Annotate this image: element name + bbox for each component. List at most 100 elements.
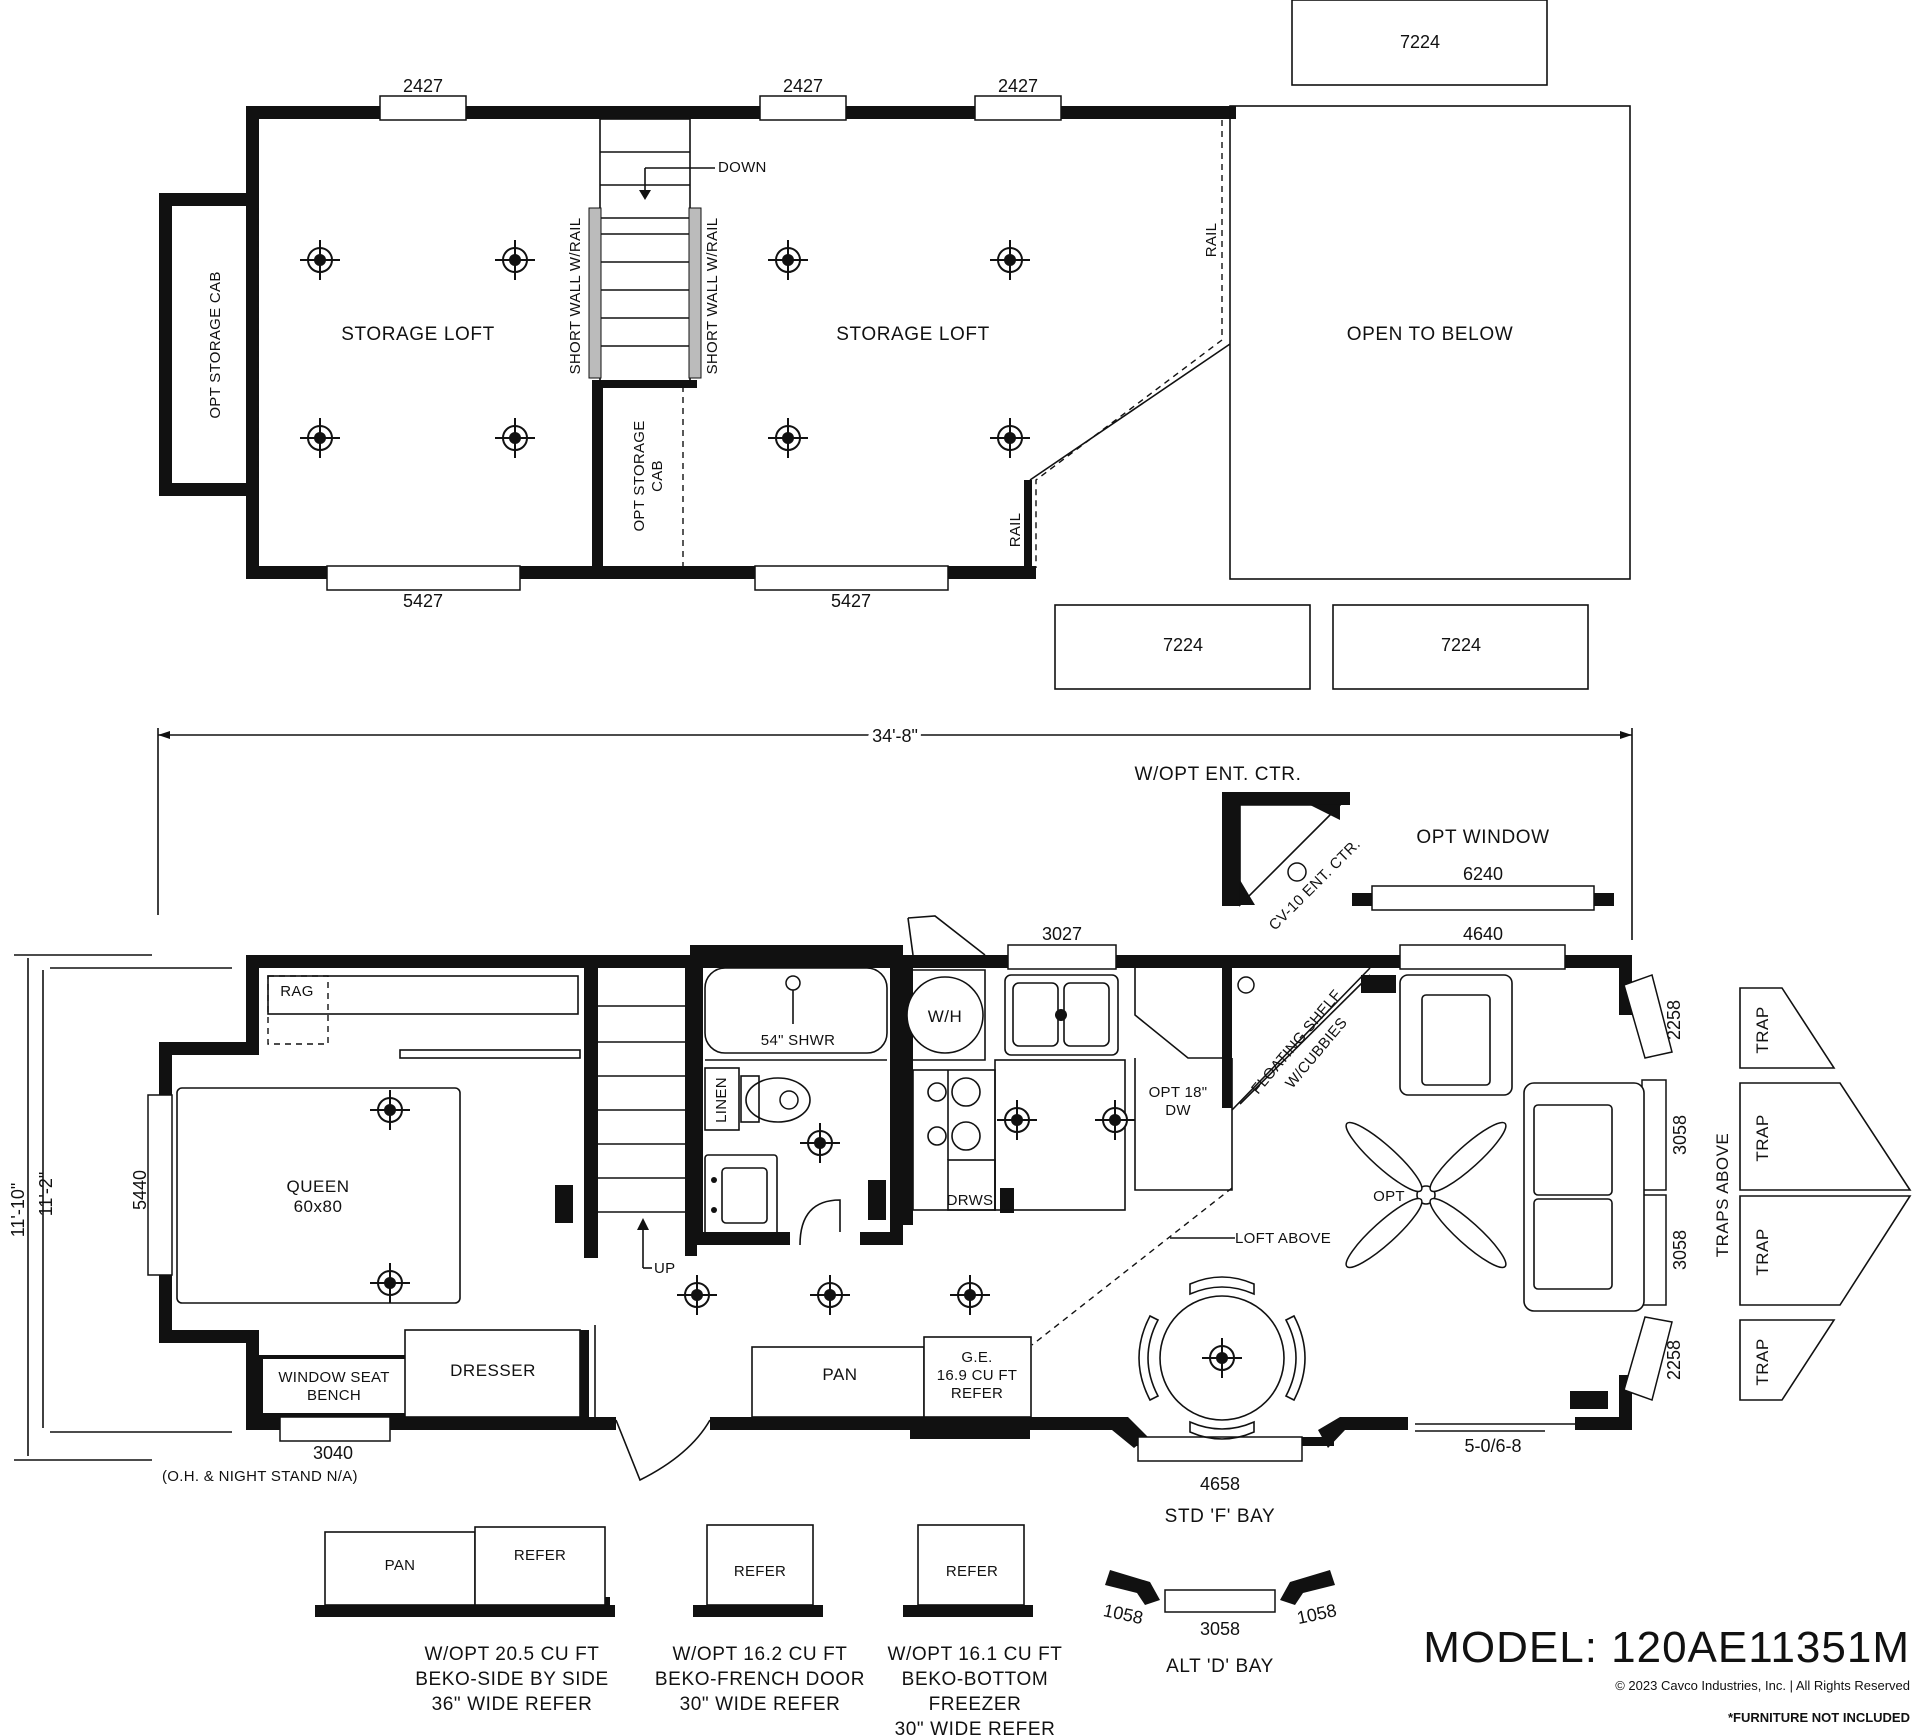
light-fixture-icon [300, 240, 340, 280]
trap-1-label: TRAP [1753, 1006, 1772, 1053]
floor-left-upper-wall [246, 955, 259, 1055]
loft-window-bottom-1 [326, 565, 521, 591]
opt-storage-cab-mid-label-1: OPT STORAGE [631, 420, 648, 531]
refer-alcove [910, 1417, 1030, 1439]
front-window-1-label: 2258 [1664, 1000, 1684, 1040]
queen-bed [176, 1087, 461, 1304]
loft-bump-left [159, 193, 172, 496]
light-fixture-icon [997, 1100, 1037, 1140]
loft-window-top-1-label: 2427 [403, 76, 443, 96]
opt-fan-label: OPT [1373, 1188, 1405, 1205]
trap-3-label: TRAP [1753, 1228, 1772, 1275]
queen-bed-label-1: QUEEN [287, 1177, 350, 1196]
bath-left-wall [690, 945, 703, 1245]
box-7224-bottom-2 [1332, 604, 1589, 690]
option-bottom-freezer-caption-4: 30" WIDE REFER [895, 1719, 1056, 1735]
alt-bay-right-label: 1058 [1295, 1600, 1338, 1628]
rail-top-label: RAIL [1203, 223, 1220, 258]
window-seat-label-1: WINDOW SEAT [278, 1369, 389, 1386]
stair-left-wall [584, 968, 598, 1258]
light-fixture-icon [370, 1263, 410, 1303]
option-side-by-side-caption-3: 36" WIDE REFER [432, 1694, 593, 1715]
option-bottom-freezer-caption-1: W/OPT 16.1 CU FT [888, 1644, 1063, 1665]
floor-light-fixtures [370, 1090, 1242, 1378]
floor-left-lower-wall [246, 1330, 259, 1430]
loft-window-top-2-label: 2427 [783, 76, 823, 96]
alt-bay-center-label: 3058 [1200, 1619, 1240, 1639]
option-side-by-side-caption-1: W/OPT 20.5 CU FT [425, 1644, 600, 1665]
option-french-door-caption-1: W/OPT 16.2 CU FT [673, 1644, 848, 1665]
down-label: DOWN [718, 159, 767, 176]
front-window-3-label: 3058 [1670, 1230, 1690, 1270]
trap-2 [1739, 1082, 1912, 1191]
copyright: © 2023 Cavco Industries, Inc. | All Righ… [1615, 1678, 1910, 1693]
opt-window-label: 6240 [1463, 864, 1503, 884]
short-wall-right-label: SHORT WALL W/RAIL [704, 218, 721, 375]
light-fixture-icon [810, 1275, 850, 1315]
bay-right [1318, 1417, 1408, 1448]
loft-window-top-3 [974, 95, 1062, 121]
box-7224-bottom-1 [1054, 604, 1311, 690]
light-fixture-icon [495, 240, 535, 280]
model-title: MODEL: 120AE11351M [1423, 1623, 1910, 1672]
bay-window [1137, 1436, 1303, 1462]
loft-left-wall [246, 106, 259, 579]
refer-label-2: 16.9 CU FT [937, 1367, 1018, 1384]
box-7224-bottom-2-label: 7224 [1441, 635, 1481, 655]
opt-storage-cab-left-label: OPT STORAGE CAB [207, 271, 224, 418]
front-window-2 [1641, 1079, 1667, 1191]
trap-4-label: TRAP [1753, 1338, 1772, 1385]
front-window-2-label: 3058 [1670, 1115, 1690, 1155]
dw-label-1: OPT 18" [1149, 1084, 1208, 1101]
front-window-4-label: 2258 [1664, 1340, 1684, 1380]
open-to-below-area [1229, 105, 1631, 580]
refrigerator [923, 1336, 1032, 1418]
width-outer-dim: 11'-10" [8, 1183, 28, 1238]
option-side-by-side-caption-2: BEKO-SIDE BY SIDE [415, 1669, 609, 1690]
trap-1 [1739, 987, 1836, 1069]
water-heater [906, 976, 984, 1054]
living-top-window-label: 4640 [1463, 924, 1503, 944]
loft-bump-top [159, 193, 252, 206]
option-french-door-caption-3: 30" WIDE REFER [680, 1694, 841, 1715]
option-bottom-freezer-caption-2: BEKO-BOTTOM [902, 1669, 1049, 1690]
dw-label-2: DW [1165, 1102, 1191, 1119]
overall-length-dim: 34'-8" [872, 726, 918, 746]
patio-door-label: 5-0/6-8 [1464, 1436, 1521, 1456]
front-window-3 [1641, 1194, 1667, 1306]
dresser [404, 1329, 581, 1418]
oh-night-stand-note: (O.H. & NIGHT STAND N/A) [162, 1468, 358, 1485]
bedroom-bottom-window-label: 3040 [313, 1443, 353, 1463]
up-label: UP [654, 1260, 675, 1277]
kitchen-sink [1004, 974, 1119, 1056]
bay-left [1090, 1417, 1148, 1448]
loft-window-top-2 [759, 95, 847, 121]
opt-window-title: OPT WINDOW [1416, 827, 1549, 848]
storage-loft-right-label: STORAGE LOFT [836, 324, 990, 345]
light-fixture-icon [990, 418, 1030, 458]
trap-4 [1739, 1319, 1836, 1401]
shower-label: 54" SHWR [761, 1032, 835, 1049]
armchair [1399, 974, 1513, 1096]
light-fixture-icon [300, 418, 340, 458]
alt-bay-caption: ALT 'D' BAY [1166, 1656, 1274, 1677]
toilet [745, 1077, 811, 1123]
rag-label: RAG [280, 983, 313, 1000]
bedroom-left-window-label: 5440 [130, 1170, 150, 1210]
furniture-note: *FURNITURE NOT INCLUDED [1728, 1710, 1910, 1725]
loft-window-bottom-2 [754, 565, 949, 591]
shower [704, 967, 888, 1054]
loft-plan: 2427 2427 2427 5427 5427 7224 7224 7224 … [159, 0, 1631, 690]
kitchen-top-window [1007, 944, 1117, 970]
option-side-by-side-refer: REFER [514, 1547, 566, 1564]
sofa [1523, 1082, 1645, 1312]
refer-label-1: G.E. [961, 1349, 992, 1366]
tv-icon [1287, 862, 1307, 882]
bay-window-label: 4658 [1200, 1474, 1240, 1494]
ent-ctr-title: W/OPT ENT. CTR. [1135, 764, 1302, 785]
front-window-1 [1623, 974, 1673, 1059]
loft-window-bottom-2-label: 5427 [831, 591, 871, 611]
light-fixture-icon [1202, 1338, 1242, 1378]
drws-label: DRWS [947, 1192, 994, 1209]
